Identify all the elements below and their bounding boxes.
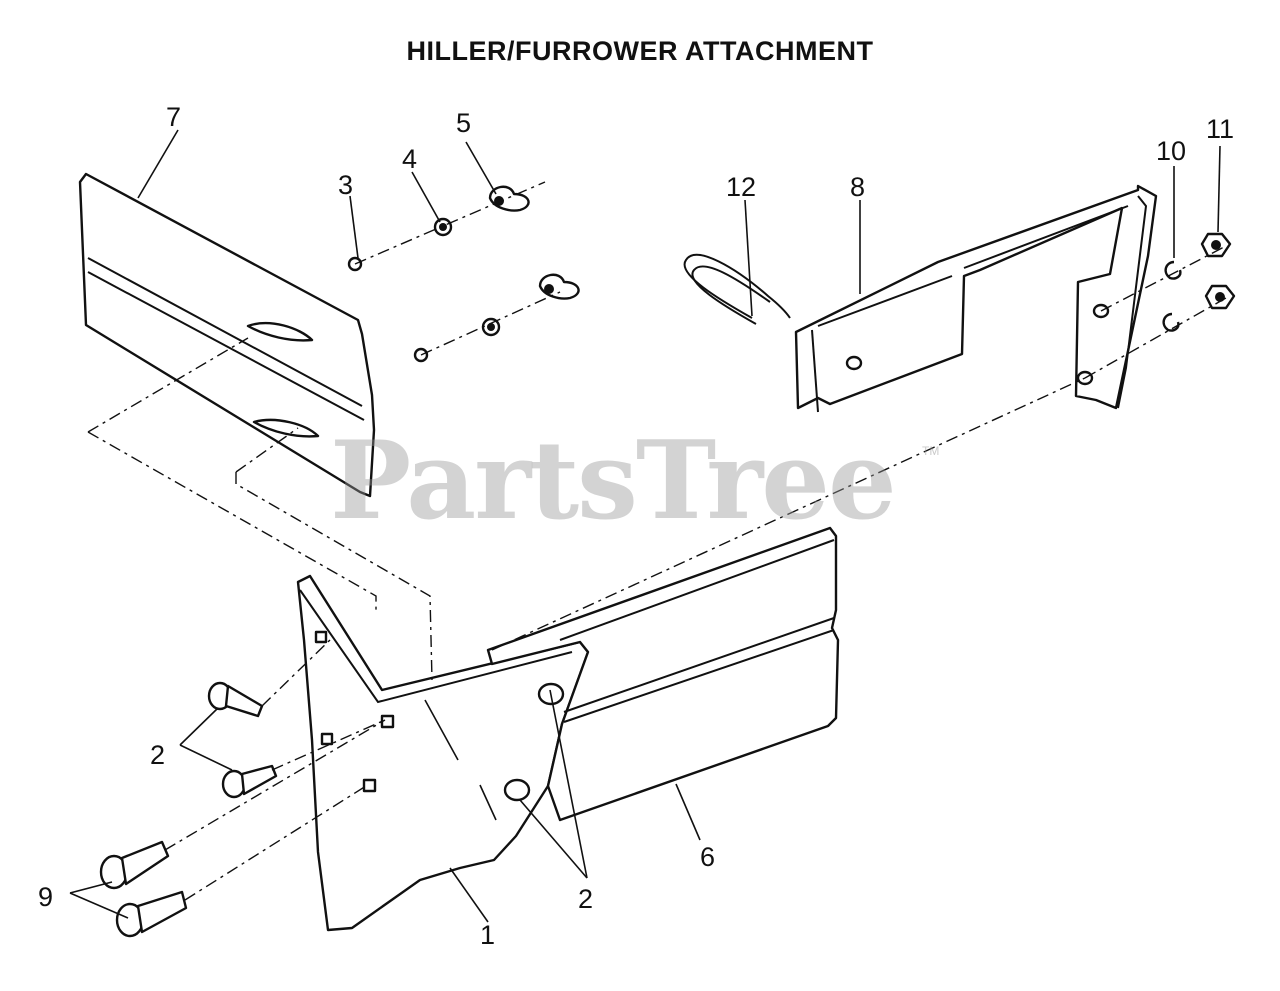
callout-7: 7	[166, 102, 181, 132]
callout-11: 11	[1206, 114, 1234, 144]
carriage-bolts	[99, 681, 278, 938]
leader-lines	[69, 129, 1221, 923]
hardware-lower-set	[413, 273, 580, 363]
callout-2-right: 2	[578, 884, 593, 914]
watermark-trademark: TM	[922, 444, 940, 458]
callout-6: 6	[700, 842, 715, 872]
diagram-title: HILLER/FURROWER ATTACHMENT	[406, 36, 874, 66]
part-12-hairpin-clip	[683, 254, 791, 325]
callout-4: 4	[402, 144, 417, 174]
callout-1: 1	[480, 920, 495, 950]
callout-9: 9	[38, 882, 53, 912]
hardware-lock-washers-nuts	[1162, 232, 1236, 332]
part-1-shank-plate	[296, 574, 590, 932]
alignment-lines	[87, 181, 1227, 901]
callout-3: 3	[338, 170, 353, 200]
callout-10: 10	[1156, 136, 1186, 166]
callout-12: 12	[726, 172, 756, 202]
callout-2-left: 2	[150, 740, 165, 770]
part-7-wing-blade	[78, 172, 376, 498]
hardware-upper-set	[347, 185, 530, 272]
part-8-mounting-bracket	[794, 184, 1158, 413]
part-6-moldboard	[486, 526, 840, 822]
callout-numbers: 7 3 4 5 12 8 10 11 2 9 2 6 1	[38, 102, 1234, 950]
callout-5: 5	[456, 108, 471, 138]
callout-8: 8	[850, 172, 865, 202]
